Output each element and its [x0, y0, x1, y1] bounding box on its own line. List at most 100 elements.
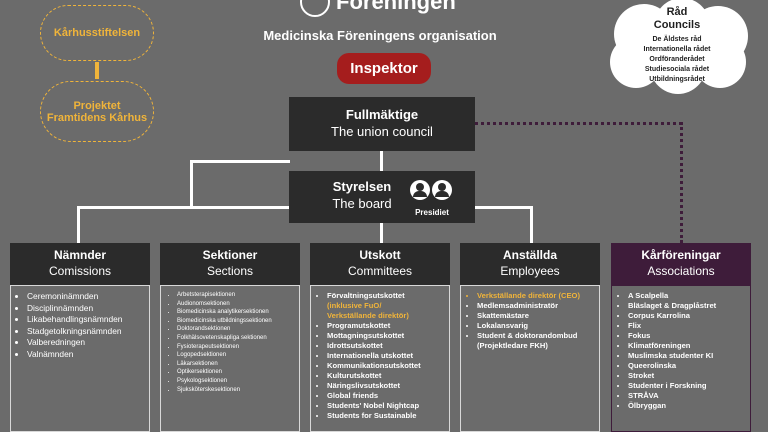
- list-item: Verkställande direktör (CEO): [477, 291, 595, 301]
- list-item: A Scalpella: [628, 291, 746, 301]
- council-item: Internationella rådet: [643, 46, 711, 53]
- dotted-connector: [475, 122, 682, 125]
- dotted-connector: [680, 122, 683, 243]
- council-item: Studiesociala rådet: [644, 66, 710, 73]
- fullmaktige-title: Fullmäktige: [345, 107, 419, 122]
- sektioner-header: Sektioner Sections: [160, 243, 300, 285]
- list-item: Kommunikationsutskottet: [327, 361, 445, 371]
- councils-cloud-shape: [610, 0, 748, 94]
- list-item: Fokus: [628, 331, 746, 341]
- connector-line: [530, 206, 533, 243]
- framtidens-karhus-oval: Projektet Framtidens Kårhus: [40, 81, 154, 142]
- projektet-label: Projektet: [73, 99, 121, 112]
- karforeningar-list: A Scalpella Bläslaget & Dragplåstret Cor…: [611, 285, 751, 432]
- list-item: Stroket: [628, 371, 746, 381]
- council-item: Ordföranderådet: [649, 56, 705, 63]
- list-item: Muslimska studenter KI: [628, 351, 746, 361]
- connector-line: [462, 206, 532, 209]
- logo: Föreningen: [300, 0, 480, 18]
- karforeningar-title: Kårföreningar: [641, 248, 721, 262]
- sektioner-list: Arbetsterapisektionen Audionomsektionen …: [160, 285, 300, 432]
- list-item: Psykologsektionen: [177, 377, 295, 386]
- councils-content: Råd Councils De Äldstes råd Internatione…: [612, 6, 742, 85]
- list-item: Logopedsektionen: [177, 351, 295, 360]
- list-item: Corpus Karrolina: [628, 311, 746, 321]
- anstallda-title: Anställda: [502, 248, 557, 262]
- list-item: Idrottsutskottet: [327, 341, 445, 351]
- list-item: Likabehandlingsnämnden: [27, 314, 145, 326]
- list-item: Students' Nobel Nightcap: [327, 401, 445, 411]
- connector-line: [77, 206, 309, 209]
- list-item: Valnämnden: [27, 349, 145, 361]
- karhusstiftelsen-label: Kårhusstiftelsen: [53, 27, 141, 39]
- list-item: Sjuksköterskesektionen: [177, 386, 295, 395]
- councils-title-sv: Råd: [666, 6, 688, 18]
- list-item: Mottagningsutskottet: [327, 331, 445, 341]
- list-item: Biomedicinska utbildningssektionen: [177, 317, 295, 326]
- list-item: Students for Sustainable: [327, 411, 445, 421]
- oval-connector: [95, 62, 99, 79]
- utskott-list: Förvaltningsutskottet (inklusive FuO/ Ve…: [310, 285, 450, 432]
- namnder-title: Nämnder: [53, 248, 106, 262]
- council-item: De Äldstes råd: [652, 36, 702, 43]
- list-item: Medlemsadministratör: [477, 301, 595, 311]
- list-note: Verkställande direktör): [327, 311, 409, 320]
- list-note: (inklusive FuO/: [327, 301, 382, 310]
- councils-title-en: Councils: [653, 19, 701, 31]
- logo-text: Föreningen: [336, 0, 456, 14]
- styrelsen-title: Styrelsen: [332, 179, 392, 194]
- utskott-subtitle: Committees: [347, 264, 412, 278]
- anstallda-list: Verkställande direktör (CEO) Medlemsadmi…: [460, 285, 600, 432]
- fullmaktige-subtitle: The union council: [331, 124, 433, 139]
- list-item: Kulturutskottet: [327, 371, 445, 381]
- list-item: Valberedningen: [27, 337, 145, 349]
- utskott-header: Utskott Committees: [310, 243, 450, 285]
- anstallda-header: Anställda Employees: [460, 243, 600, 285]
- list-item: Programutskottet: [327, 321, 445, 331]
- list-item: Biomedicinska analytikersektionen: [177, 308, 295, 317]
- list-item: STRÅVA: [628, 391, 746, 401]
- namnder-subtitle: Comissions: [48, 264, 111, 278]
- list-item: Doktorandsektionen: [177, 325, 295, 334]
- connector-line: [190, 160, 193, 207]
- presidiet-label: Presidiet: [415, 208, 449, 217]
- list-item: Stadgetolkningsnämnden: [27, 326, 145, 338]
- list-item: Läkarsektionen: [177, 360, 295, 369]
- karhusstiftelsen-oval: Kårhusstiftelsen: [40, 5, 154, 61]
- list-item: Ölbryggan: [628, 401, 746, 411]
- connector-line: [380, 223, 383, 243]
- styrelsen-subtitle: The board: [332, 196, 392, 211]
- sektioner-subtitle: Sections: [206, 264, 254, 278]
- list-item: Studenter i Forskning: [628, 381, 746, 391]
- person-icon: [410, 180, 430, 200]
- list-item: Ceremoninämnden: [27, 291, 145, 303]
- sektioner-title: Sektioner: [202, 248, 258, 262]
- karforeningar-header: Kårföreningar Associations: [611, 243, 751, 285]
- connector-line: [77, 206, 80, 243]
- list-item: Klimatföreningen: [628, 341, 746, 351]
- list-item: Lokalansvarig: [477, 321, 595, 331]
- page-title: Medicinska Föreningens organisation: [263, 28, 497, 43]
- list-item: Fysioterapeutsektionen: [177, 343, 295, 352]
- framtidens-karhus-label: Framtidens Kårhus: [46, 111, 148, 124]
- connector-line: [190, 160, 290, 163]
- list-item: Global friends: [327, 391, 445, 401]
- person-icon: [432, 180, 452, 200]
- list-item: Bläslaget & Dragplåstret: [628, 301, 746, 311]
- list-item: Disciplinnämnden: [27, 303, 145, 315]
- presidiet-icons: [410, 180, 454, 202]
- list-item: Förvaltningsutskottet: [327, 291, 445, 301]
- connector-line: [380, 151, 383, 171]
- anstallda-subtitle: Employees: [500, 264, 560, 278]
- list-item: Internationella utskottet: [327, 351, 445, 361]
- namnder-list: Ceremoninämnden Disciplinnämnden Likabeh…: [10, 285, 150, 432]
- list-item: Optikersektionen: [177, 368, 295, 377]
- utskott-title: Utskott: [359, 248, 401, 262]
- list-item: Queerolinska: [628, 361, 746, 371]
- fullmaktige-box: Fullmäktige The union council: [289, 97, 475, 151]
- list-item: Näringslivsutskottet: [327, 381, 445, 391]
- list-item: Student & doktorandombud (Projektledare …: [477, 331, 595, 351]
- list-item: Audionomsektionen: [177, 300, 295, 309]
- list-item: Arbetsterapisektionen: [177, 291, 295, 300]
- council-item: Utbildningsrådet: [649, 76, 705, 83]
